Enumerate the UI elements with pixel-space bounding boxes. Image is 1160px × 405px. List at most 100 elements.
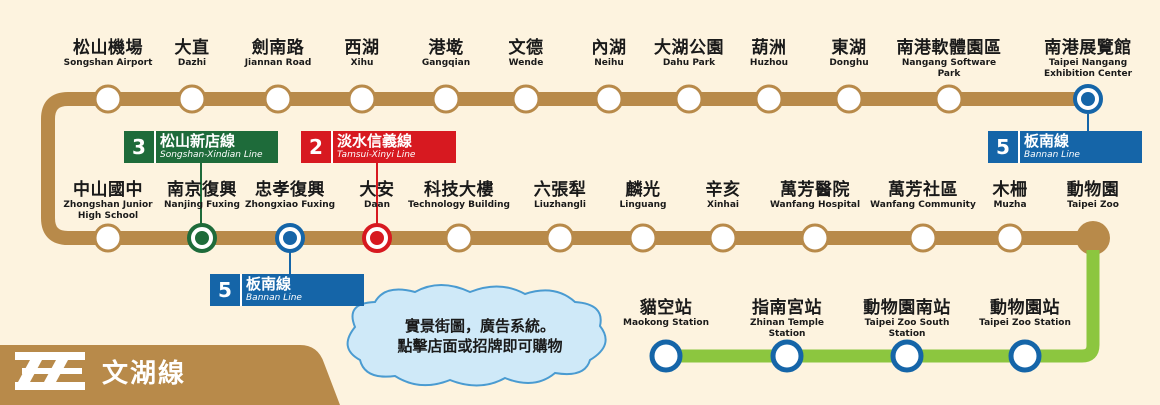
station-node[interactable] [995,223,1025,253]
station-node[interactable] [890,339,924,373]
station-node[interactable] [800,223,830,253]
transfer-bannan-east[interactable]: 5 板南線 Bannan Line [988,131,1142,163]
taipei-metro-logo-icon [15,352,85,390]
station-node[interactable] [347,84,377,114]
station-node[interactable] [263,84,293,114]
station-node[interactable] [594,84,624,114]
station-transfer-dot [1081,92,1095,106]
station-name-zh: 松山機場 [73,38,143,58]
station-name-zh: 港墘 [428,38,464,58]
station-name-en: Nangang Software Park [901,58,997,79]
station-node[interactable] [545,223,575,253]
station-node[interactable] [628,223,658,253]
station-name-en: Gangqian [421,58,471,68]
station-name-en: Xinhai [707,200,739,210]
station-name-en: Linguang [619,200,667,210]
line-name-en: Songshan-Xindian Line [160,150,263,160]
station-node[interactable] [674,84,704,114]
station-name-en: Songshan Airport [63,58,153,68]
station-node[interactable] [834,84,864,114]
station-node[interactable] [93,84,123,114]
station-name-en: Maokong Station [623,318,709,328]
station-name-zh: 六張犁 [533,180,587,200]
station-name-zh: 南港展覽館 [1044,38,1132,58]
station-node[interactable] [770,339,804,373]
station-node[interactable] [649,339,683,373]
transfer-songshan-xindian[interactable]: 3 松山新店線 Songshan-Xindian Line [124,131,278,163]
station-name-zh: 辛亥 [705,180,741,200]
line-name-zh: 松山新店線 [160,132,236,150]
station-node[interactable] [444,223,474,253]
station-name-zh: 木柵 [992,180,1028,200]
station-name-en: Zhongxiao Fuxing [244,200,336,210]
station-node[interactable] [93,223,123,253]
cloud-message[interactable]: 實景街圖，廣告系統。 點擊店面或招牌即可購物 [360,316,600,356]
taipei-zoo-terminal-node[interactable] [1076,221,1110,255]
station-name-en: Taipei Zoo Station [979,318,1071,328]
line-name-zh: 板南線 [1024,132,1070,150]
station-name-zh: 大直 [174,38,210,58]
station-name-zh: 動物園 [1066,180,1120,200]
station-name-zh: 忠孝復興 [255,180,325,200]
station-transfer-dot [370,231,384,245]
station-name-en: Taipei Nangang Exhibition Center [1043,58,1133,79]
station-node[interactable] [431,84,461,114]
cloud-line-2: 點擊店面或招牌即可購物 [397,337,563,355]
station-node[interactable] [934,84,964,114]
station-name-zh: 葫洲 [751,38,787,58]
station-name-en: Wanfang Hospital [769,200,861,210]
transfer-tamsui-xinyi[interactable]: 2 淡水信義線 Tamsui-Xinyi Line [301,131,456,163]
station-name-en: Wende [508,58,544,68]
station-node[interactable] [708,223,738,253]
station-node[interactable] [908,223,938,253]
cloud-line-1: 實景街圖，廣告系統。 [404,317,555,335]
station-node[interactable] [177,84,207,114]
station-name-zh: 東湖 [831,38,867,58]
station-name-zh: 動物園站 [990,298,1060,318]
line-number: 3 [124,131,156,163]
wenhu-line-track [41,92,1093,245]
line-name-en: Tamsui-Xinyi Line [337,150,416,160]
station-name-en: Neihu [594,58,624,68]
transfer-bannan-west[interactable]: 5 板南線 Bannan Line [210,274,364,306]
station-name-zh: 科技大樓 [424,180,494,200]
line-name-zh: 板南線 [246,275,292,293]
line-number: 5 [988,131,1020,163]
station-name-en: Xihu [350,58,374,68]
station-name-zh: 中山國中 [73,180,143,200]
station-name-en: Dazhi [177,58,207,68]
station-node[interactable] [511,84,541,114]
station-name-en: Muzha [993,200,1027,210]
station-node[interactable] [1008,339,1042,373]
station-node[interactable] [754,84,784,114]
